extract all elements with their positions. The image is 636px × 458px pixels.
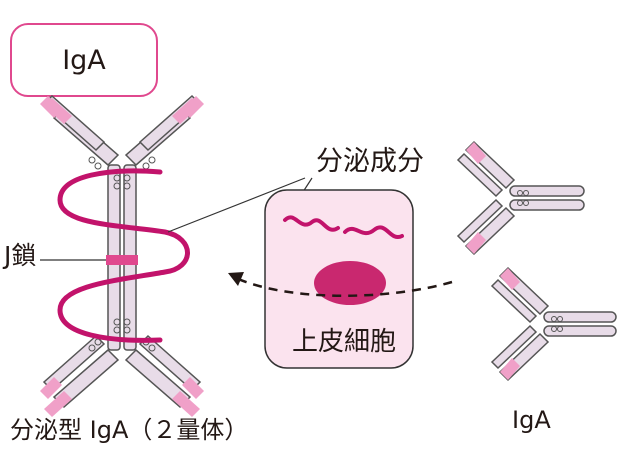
secretory-iga-label: 分泌型 IgA（２量体） (10, 416, 249, 444)
iga-label-right: IgA (512, 406, 551, 434)
iga-title-text: IgA (62, 44, 106, 76)
secretory-component-strand-2 (343, 225, 404, 239)
secretory-leader-line-1 (167, 177, 306, 233)
secretory-component-strand-1 (283, 215, 340, 232)
cell-nucleus (314, 261, 386, 305)
secretory-component-wave (57, 168, 190, 343)
arrow-head (228, 272, 244, 286)
lower-fab-left (40, 334, 120, 417)
epithelial-cell-label: 上皮細胞 (292, 327, 397, 357)
secretory-iga-dimer (40, 94, 204, 417)
iga-monomer-bottom (490, 266, 617, 382)
transcytosis-arrow (235, 276, 453, 297)
iga-monomer-top (456, 140, 585, 256)
iga-title-box: IgA (10, 23, 158, 97)
upper-fab-left (40, 94, 120, 167)
j-chain-block (106, 255, 138, 265)
secretory-component-label: 分泌成分 (316, 146, 424, 177)
j-chain-label: J鎖 (4, 241, 37, 270)
upper-fab-right (124, 94, 204, 167)
disulfide-bonds-upper (88, 156, 156, 190)
lower-fab-right (124, 334, 204, 417)
